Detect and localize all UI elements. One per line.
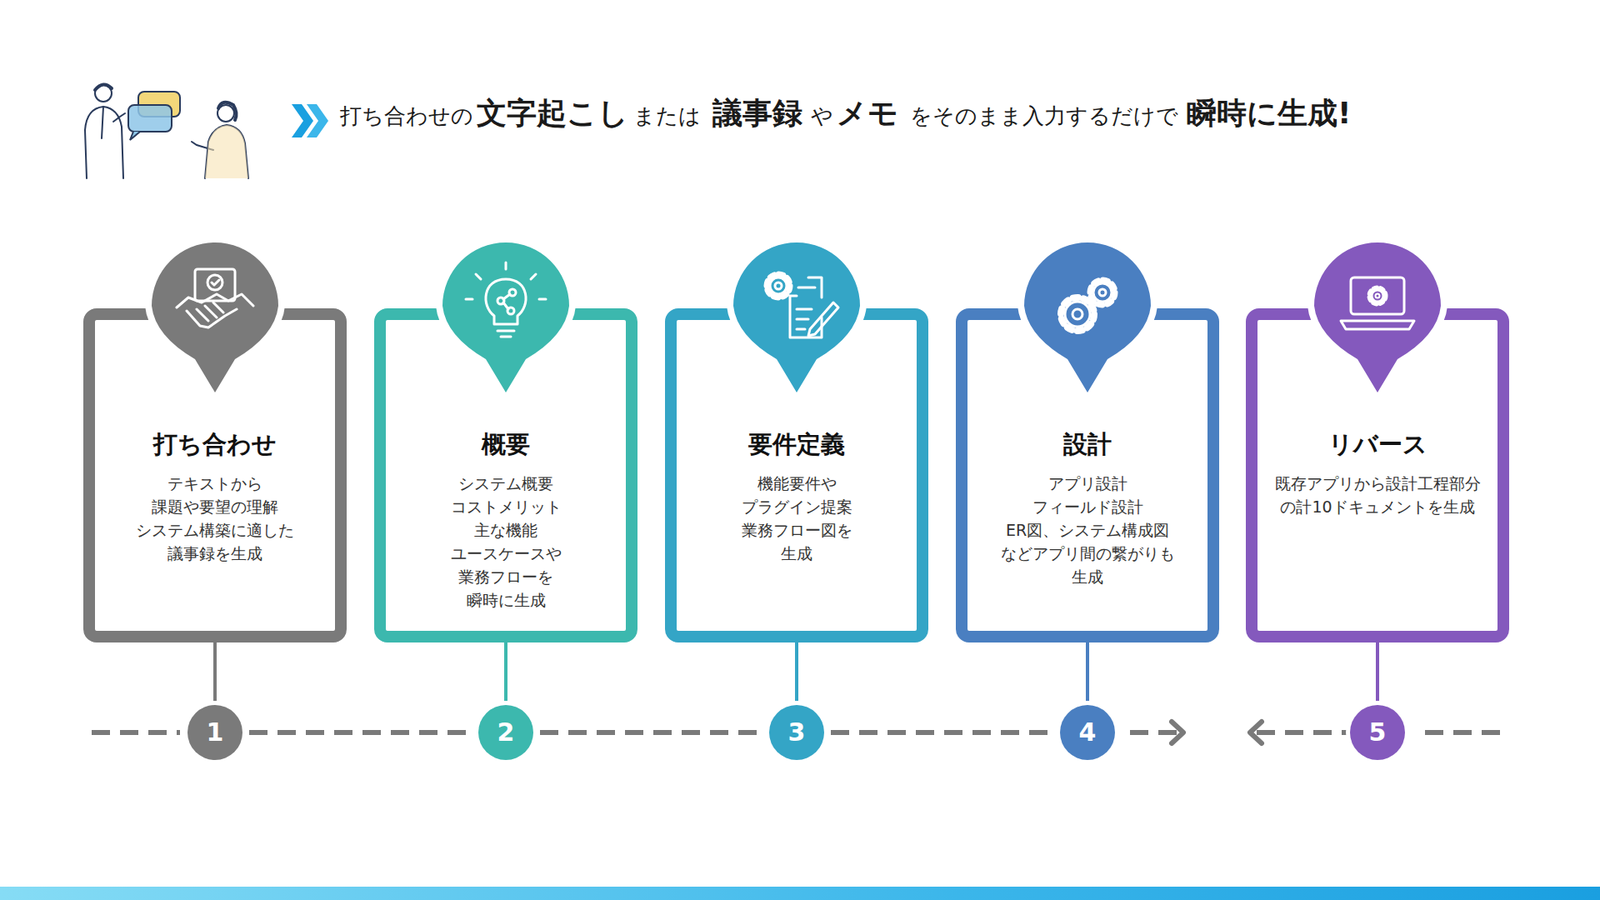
card-body: システム概要 コストメリット 主な機能 ユースケースや 業務フローを 瞬時に生成 — [394, 471, 618, 612]
card-heading: リバース — [1265, 428, 1490, 460]
card-heading: 概要 — [394, 428, 618, 460]
arrow-head-right — [1171, 721, 1184, 744]
connector-line — [540, 730, 763, 735]
connector-line — [249, 730, 472, 735]
header-sentence: 打ち合わせの文字起こしまたは議事録やメモをそのまま入力するだけで瞬時に生成! — [340, 93, 1351, 144]
header-text: または — [633, 101, 701, 131]
pin-icon — [435, 235, 576, 400]
step-number: 2 — [478, 705, 534, 760]
card-heading: 打ち合わせ — [103, 428, 327, 460]
header-chevron — [291, 104, 332, 138]
reverse-timeline-end — [1425, 730, 1505, 735]
step-card: リバース既存アプリから設計工程部分 の計10ドキュメントを生成 — [1245, 308, 1510, 643]
connector-line — [795, 642, 799, 701]
arrow-head-left — [1250, 721, 1262, 744]
step-card: 概要システム概要 コストメリット 主な機能 ユースケースや 業務フローを 瞬時に… — [374, 308, 638, 643]
connector-line — [1375, 642, 1380, 701]
callout-number: 5 — [1369, 720, 1387, 745]
meeting-illustration — [80, 80, 264, 180]
card-body: アプリ設計 フィールド設計 ER図、システム構成図 などアプリ間の繋がりも 生成 — [975, 471, 1200, 589]
timeline-connector — [830, 732, 1054, 734]
leader-connector — [505, 642, 507, 701]
timeline-start — [91, 730, 180, 735]
callout-number: 2 — [497, 720, 515, 745]
timeline-connector — [540, 732, 763, 734]
step-number: 4 — [1060, 705, 1115, 760]
card-heading: 要件定義 — [685, 428, 909, 460]
connector-line — [830, 730, 1054, 735]
step-card: 要件定義機能要件や プラグイン提案 業務フロー図を 生成 — [665, 308, 929, 643]
card-body: 機能要件や プラグイン提案 業務フロー図を 生成 — [685, 471, 909, 565]
pin-icon — [1307, 235, 1448, 400]
step-number: 3 — [769, 705, 825, 760]
step-card: 打ち合わせテキストから 課題や要望の理解 システム構築に適した 議事録を生成 — [83, 308, 347, 643]
header-text: 文字起こし — [476, 93, 629, 135]
header-text: 打ち合わせの — [340, 101, 474, 131]
step-card: 設計アプリ設計 フィールド設計 ER図、システム構成図 などアプリ間の繋がりも … — [955, 308, 1220, 643]
bottom-bar — [0, 886, 1600, 900]
pin-icon — [1017, 235, 1158, 400]
reverse-timeline — [1256, 730, 1357, 735]
header-text: や — [810, 101, 834, 131]
header-text: 瞬時に生成! — [1186, 93, 1351, 135]
callout-number: 4 — [1079, 720, 1097, 745]
connector-line — [504, 642, 508, 701]
step-number: 5 — [1350, 705, 1405, 760]
header-text: メモ — [836, 93, 899, 135]
timeline-connector — [249, 732, 472, 734]
card-heading: 設計 — [975, 428, 1200, 460]
leader-connector — [215, 642, 216, 701]
step-number: 1 — [187, 705, 243, 760]
timeline-tail — [1130, 730, 1179, 735]
header-text: をそのまま入力するだけで — [910, 101, 1179, 131]
connector-line — [1085, 642, 1090, 701]
leader-connector — [1377, 642, 1379, 701]
card-body: 既存アプリから設計工程部分 の計10ドキュメントを生成 — [1265, 471, 1490, 519]
card-body: テキストから 課題や要望の理解 システム構築に適した 議事録を生成 — [103, 471, 327, 565]
leader-connector — [796, 642, 798, 701]
connector-line — [213, 642, 217, 701]
pin-icon — [145, 235, 285, 400]
callout-number: 1 — [206, 720, 225, 745]
leader-connector — [1087, 642, 1089, 701]
pin-icon — [726, 235, 867, 400]
header-text: 議事録 — [712, 93, 803, 135]
callout-number: 3 — [788, 720, 806, 745]
